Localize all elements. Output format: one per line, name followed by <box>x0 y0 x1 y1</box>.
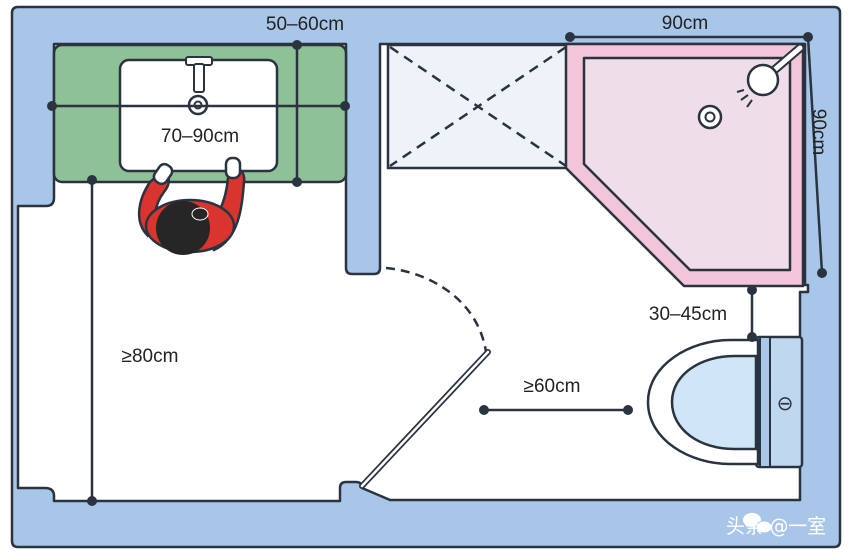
shower-width-label: 90cm <box>662 13 708 34</box>
vanity-counter <box>52 43 348 184</box>
floor-drain-icon <box>697 104 723 130</box>
outer-wall <box>10 5 842 549</box>
watermark: 头条 @一室 <box>726 513 826 538</box>
sink-gap-label: 50–60cm <box>266 14 344 35</box>
door-swing-arc <box>385 266 488 353</box>
toilet-side-label: 30–45cm <box>649 304 727 325</box>
dimension-lines <box>47 32 827 506</box>
walls <box>10 5 842 549</box>
toilet-bowl <box>670 354 758 451</box>
flush-button-icon: ⊖ <box>777 391 794 415</box>
shower-depth-dimension <box>806 36 824 274</box>
dimension-labels: 50–60cm 70–90cm 90cm 90cm 30–45cm ≥80cm … <box>122 13 829 397</box>
toilet-front-label: ≥60cm <box>524 376 581 397</box>
toilet: ⊖ <box>646 335 804 469</box>
aisle-width-label: ≥80cm <box>122 346 179 367</box>
shower-enclosure <box>564 42 805 288</box>
shower-depth-label: 90cm <box>808 109 829 155</box>
person-figure <box>138 156 246 255</box>
wechat-icon <box>743 513 773 534</box>
door <box>359 266 491 489</box>
shower-floor <box>582 56 792 272</box>
faucet-icon <box>185 56 213 93</box>
watermark-text: 头条 @一室 <box>726 514 826 538</box>
shower-head-icon <box>736 43 805 108</box>
sink-width-label: 70–90cm <box>161 126 239 147</box>
storage-area <box>386 43 570 170</box>
